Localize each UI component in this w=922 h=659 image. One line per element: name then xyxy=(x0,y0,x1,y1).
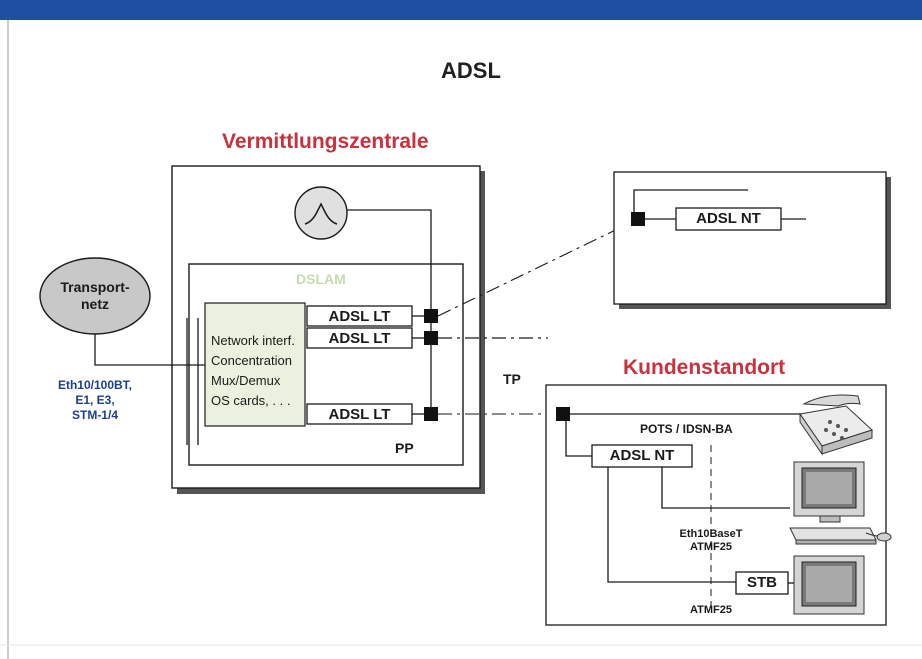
network-interface-panel xyxy=(204,302,306,427)
lt-label-1: ADSL LT xyxy=(328,308,391,325)
splitter-1 xyxy=(424,309,438,323)
pots-label: POTS / IDSN-BA xyxy=(640,422,733,436)
transport-label-1: Transport- xyxy=(60,279,130,295)
exchange-label: Vermittlungszentrale xyxy=(222,130,429,153)
switch-icon xyxy=(294,186,348,240)
telephone-icon xyxy=(799,394,873,456)
network-interface-line-1: Network interf. xyxy=(211,333,295,348)
splitter-2 xyxy=(424,331,438,345)
customer-nt-label: ADSL NT xyxy=(609,447,675,464)
transport-interface-3: STM-1/4 xyxy=(71,408,118,422)
dslam-label: DSLAM xyxy=(296,271,346,287)
top-bar xyxy=(0,0,922,20)
transport-interface-1: Eth10/100BT, xyxy=(57,378,133,392)
transport-label-2: netz xyxy=(81,296,109,312)
customer-site-label: Kundenstandort xyxy=(623,356,786,379)
remote-site xyxy=(613,171,891,309)
customer-nt-box xyxy=(591,444,693,468)
eth-label-1: Eth10BaseT xyxy=(679,528,743,540)
remote-nt-label: ADSL NT xyxy=(696,210,761,227)
network-interface-line-4: OS cards, . . . xyxy=(211,393,291,408)
stb-label: STB xyxy=(747,574,777,591)
computer-icon xyxy=(789,461,892,545)
tv-icon xyxy=(793,555,865,615)
network-interface-line-3: Mux/Demux xyxy=(211,373,281,388)
atmf-label: ATMF25 xyxy=(690,604,732,616)
splitter-3 xyxy=(424,407,438,421)
lt-label-3: ADSL LT xyxy=(328,406,391,423)
network-interface-line-2: Concentration xyxy=(211,353,292,368)
diagram-title: ADSL xyxy=(441,58,501,83)
lt-label-2: ADSL LT xyxy=(328,330,391,347)
pp-label: PP xyxy=(395,440,414,456)
eth-label-2: ATMF25 xyxy=(690,541,732,553)
tp-label: TP xyxy=(503,371,521,387)
transport-interface-2: E1, E3, xyxy=(75,393,115,407)
